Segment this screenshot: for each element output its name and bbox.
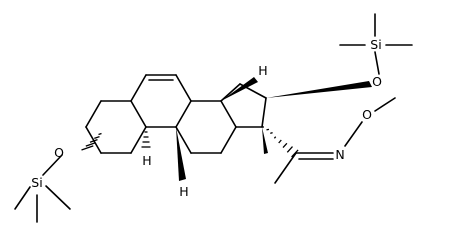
hash-mark — [286, 146, 293, 153]
hash-mark — [89, 138, 98, 143]
ring-d — [220, 83, 267, 128]
structure-drawing: O Si O Si N O H — [14, 13, 413, 223]
bond — [220, 100, 237, 128]
atom-label-h-c10: H — [142, 153, 151, 168]
bond — [42, 154, 63, 176]
bond — [261, 97, 267, 128]
atom-label-o-oxime: O — [362, 107, 372, 122]
ring-c — [175, 100, 237, 154]
c3-otms-group: O Si — [14, 132, 102, 223]
c17-oxime-side-chain: N O — [262, 97, 396, 184]
ring-b — [130, 74, 192, 128]
c18-methyl-wedge — [262, 127, 268, 154]
bond — [175, 126, 192, 154]
bond — [274, 152, 297, 184]
atom-label-n-oxime: N — [335, 147, 344, 162]
c16-otms-group: O Si — [266, 13, 413, 98]
hash-mark — [278, 139, 282, 144]
hash-mark — [85, 142, 96, 147]
atom-label-h-c9: H — [179, 184, 188, 199]
bond — [130, 74, 147, 102]
wedge-bond — [221, 77, 258, 101]
bond — [175, 74, 192, 102]
hash-mark — [94, 135, 100, 140]
c10-hydrogen: H — [141, 131, 152, 168]
bond — [220, 126, 237, 154]
wedge-bond — [176, 127, 186, 181]
bond — [130, 126, 147, 154]
hash-mark — [81, 145, 94, 151]
bond — [14, 186, 31, 210]
atom-label-si-left: Si — [31, 175, 42, 190]
atom-label-h-c14: H — [258, 63, 267, 78]
atom-label-si-top: Si — [370, 37, 381, 52]
atom-label-o-top: O — [372, 74, 382, 89]
c14-hydrogen: H — [221, 63, 268, 101]
molecule-canvas: O Si O Si N O H — [14, 13, 413, 223]
hash-mark — [270, 131, 273, 135]
bond — [374, 51, 380, 75]
hash-mark — [273, 136, 277, 139]
bond — [85, 126, 102, 154]
hash-mark — [282, 142, 288, 149]
hash-mark — [98, 132, 102, 136]
bond — [374, 97, 396, 112]
bond — [175, 100, 192, 128]
bond — [220, 83, 241, 102]
bond — [130, 100, 147, 128]
c9-hydrogen: H — [176, 127, 189, 199]
bond — [45, 185, 71, 210]
atom-label-o-left: O — [54, 145, 64, 160]
bond — [344, 121, 363, 147]
ring-a — [85, 100, 147, 154]
wedge-bond — [266, 81, 372, 98]
bond — [85, 100, 102, 128]
